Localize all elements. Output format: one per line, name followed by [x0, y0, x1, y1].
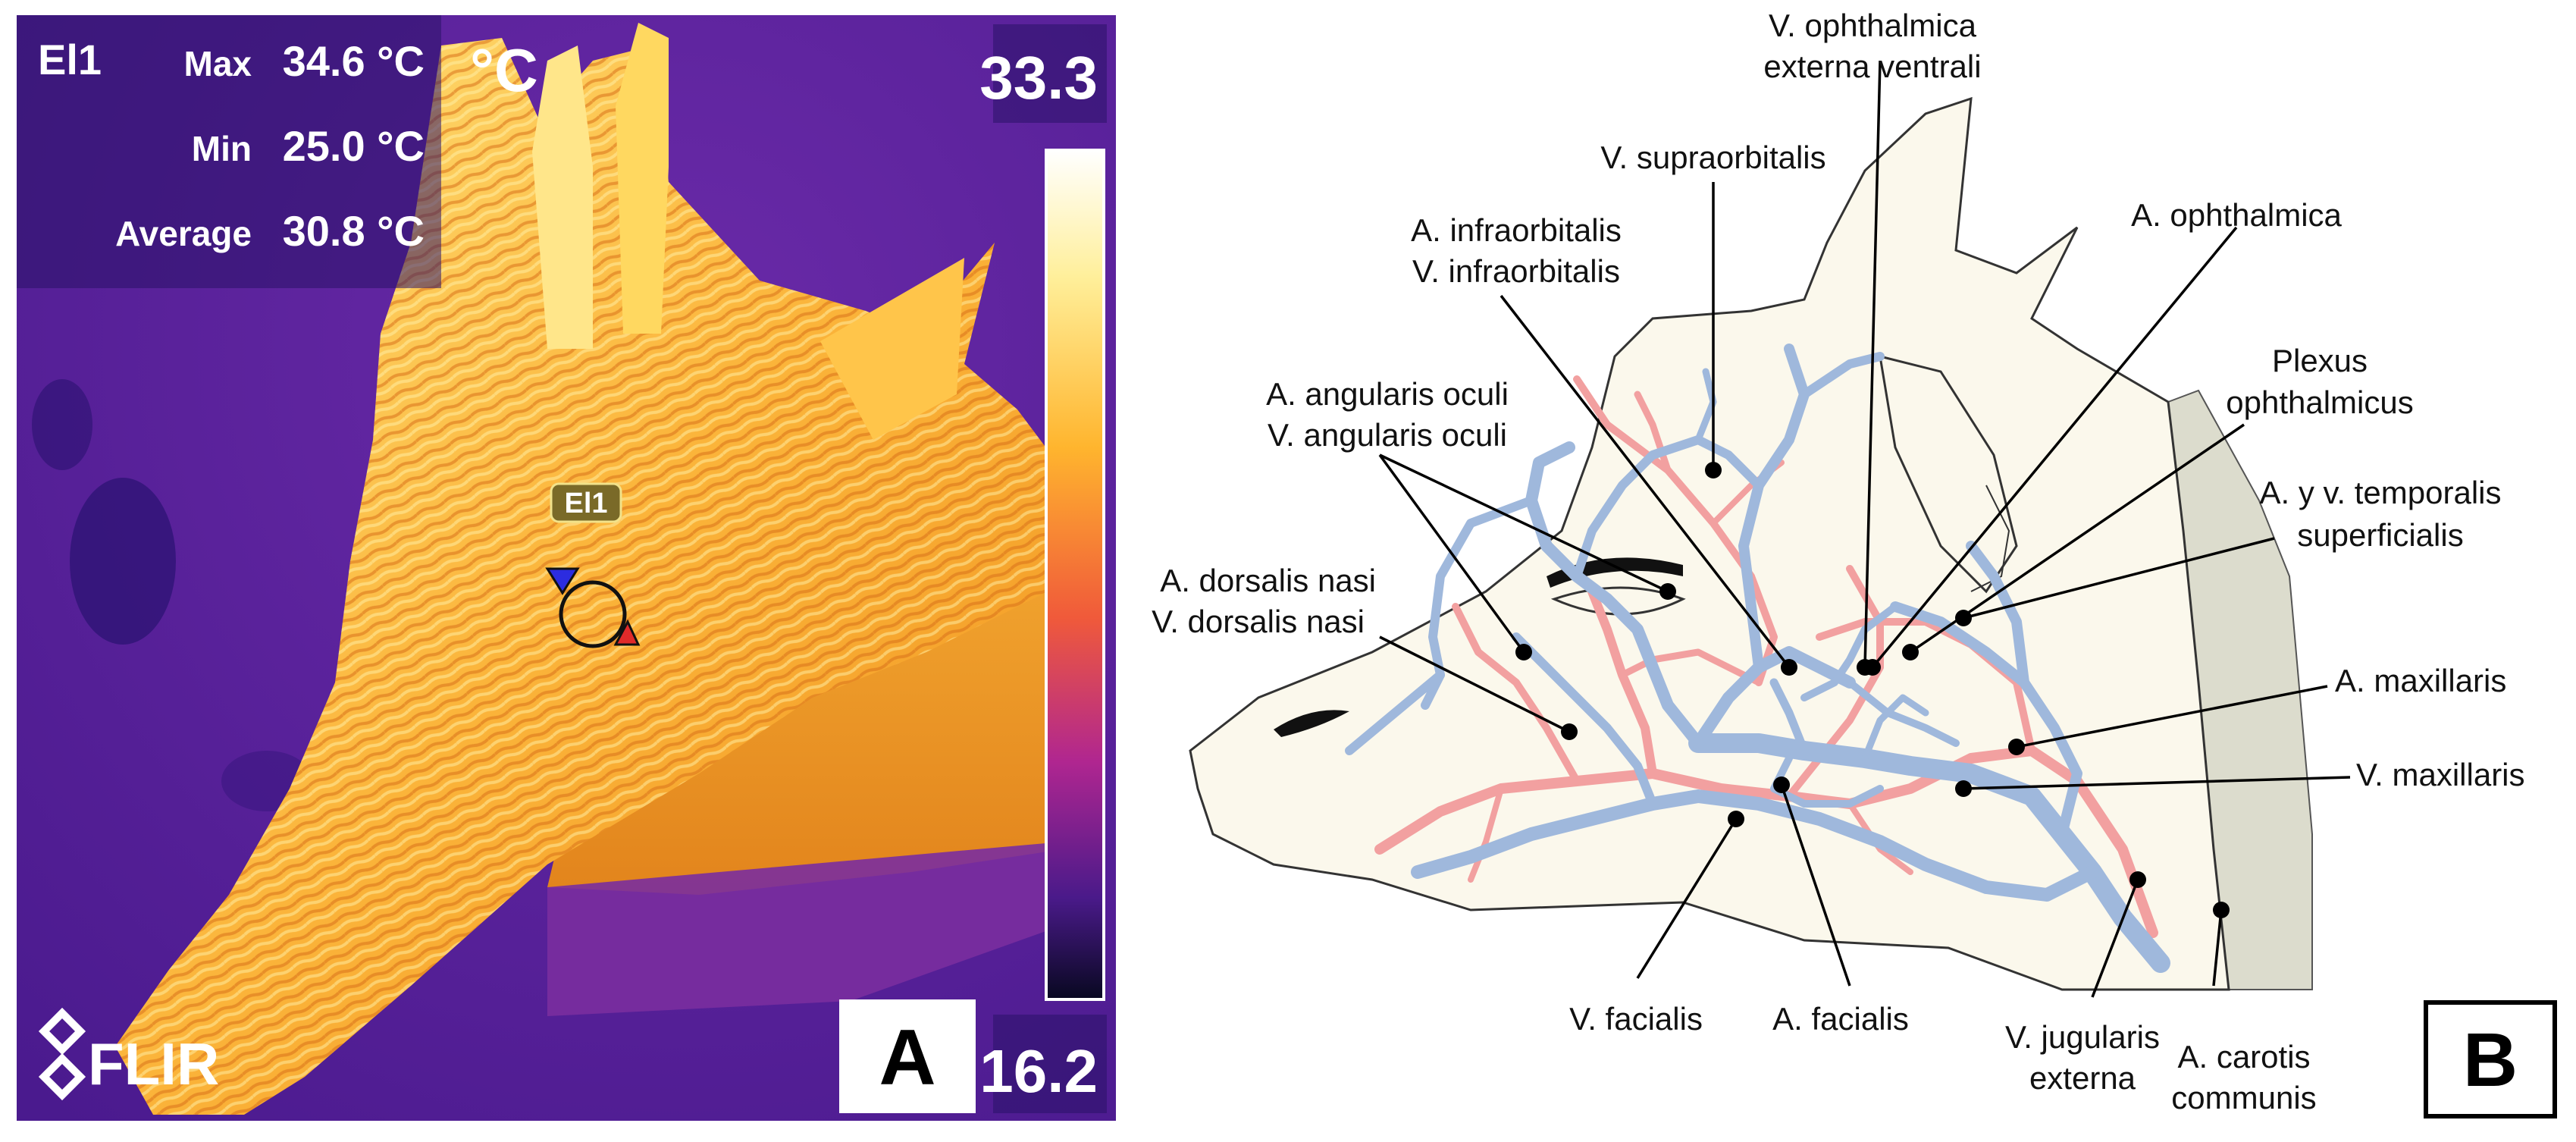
scale-min: 16.2: [979, 1037, 1098, 1105]
spot-id: El1: [38, 36, 102, 83]
panel-letter-b: B: [2463, 1018, 2518, 1103]
leader-lines: [1378, 60, 2351, 998]
label-temporalis: A. y v. temporalis: [2260, 475, 2502, 510]
average-value: 30.8 °C: [283, 207, 425, 255]
label-temporalis-line2: superficialis: [2297, 517, 2463, 553]
thermal-image: El1 El1 Max 34.6 °C Min 25.0 °C Average …: [17, 15, 1116, 1121]
color-scale-bar: [1045, 149, 1105, 1001]
label-a-ophthalmica: A. ophthalmica: [2131, 197, 2342, 233]
ear: [820, 258, 964, 440]
min-label: Min: [192, 129, 252, 168]
max-label: Max: [184, 44, 252, 83]
panel-letter-a: A: [879, 1014, 935, 1102]
vascular-diagram: V. ophthalmica externa ventrali V. supra…: [1152, 8, 2557, 1118]
label-a-angularis: A. angularis oculi: [1266, 376, 1509, 412]
flir-logo: FLIR: [38, 1007, 219, 1101]
label-plexus-line2: ophthalmicus: [2226, 384, 2413, 420]
ossicone: [616, 23, 669, 334]
panel-letter-box: [839, 999, 976, 1113]
marker-dots: [1515, 462, 2230, 918]
hot-spot-icon: [613, 619, 641, 646]
spot-marker-label: El1: [564, 488, 607, 519]
label-a-carotis-line2: communis: [2171, 1080, 2316, 1115]
min-value: 25.0 °C: [283, 122, 425, 170]
label-v-facialis: V. facialis: [1569, 1001, 1703, 1037]
panel-letter-box: [2424, 1000, 2557, 1118]
label-a-dorsalis-nasi: A. dorsalis nasi: [1160, 563, 1376, 598]
label-v-angularis: V. angularis oculi: [1268, 417, 1507, 453]
average-label: Average: [115, 214, 252, 253]
label-v-infraorbitalis: V. infraorbitalis: [1412, 253, 1620, 289]
label-v-supraorbitalis: V. supraorbitalis: [1600, 140, 1825, 175]
scale-max: 33.3: [979, 44, 1098, 111]
label-a-infraorbitalis: A. infraorbitalis: [1411, 212, 1622, 248]
label-plexus: Plexus: [2272, 343, 2368, 378]
vascular-diagram-panel: V. ophthalmica externa ventrali V. supra…: [1122, 0, 2576, 1138]
label-v-ophthalmica-line2: externa ventrali: [1763, 49, 1981, 84]
cold-spot-icon: [545, 567, 580, 595]
label-v-ophthalmica: V. ophthalmica: [1769, 8, 1977, 43]
label-v-maxillaris: V. maxillaris: [2356, 757, 2525, 792]
veins: [1345, 344, 2170, 973]
label-a-maxillaris: A. maxillaris: [2335, 663, 2506, 698]
ossicone: [532, 45, 593, 349]
label-v-jugularis-line2: externa: [2029, 1060, 2136, 1096]
max-value: 34.6 °C: [283, 37, 425, 85]
nostril: [1274, 710, 1349, 737]
unit-label: °C: [470, 36, 538, 104]
label-a-carotis: A. carotis: [2177, 1039, 2310, 1075]
flir-wordmark: FLIR: [88, 1031, 219, 1097]
label-v-jugularis: V. jugularis: [2005, 1019, 2160, 1055]
spot-marker-circle: [559, 580, 627, 648]
thermal-image-panel: El1 El1 Max 34.6 °C Min 25.0 °C Average …: [17, 15, 1116, 1121]
label-v-dorsalis-nasi: V. dorsalis nasi: [1152, 604, 1365, 639]
label-a-facialis: A. facialis: [1772, 1001, 1909, 1037]
